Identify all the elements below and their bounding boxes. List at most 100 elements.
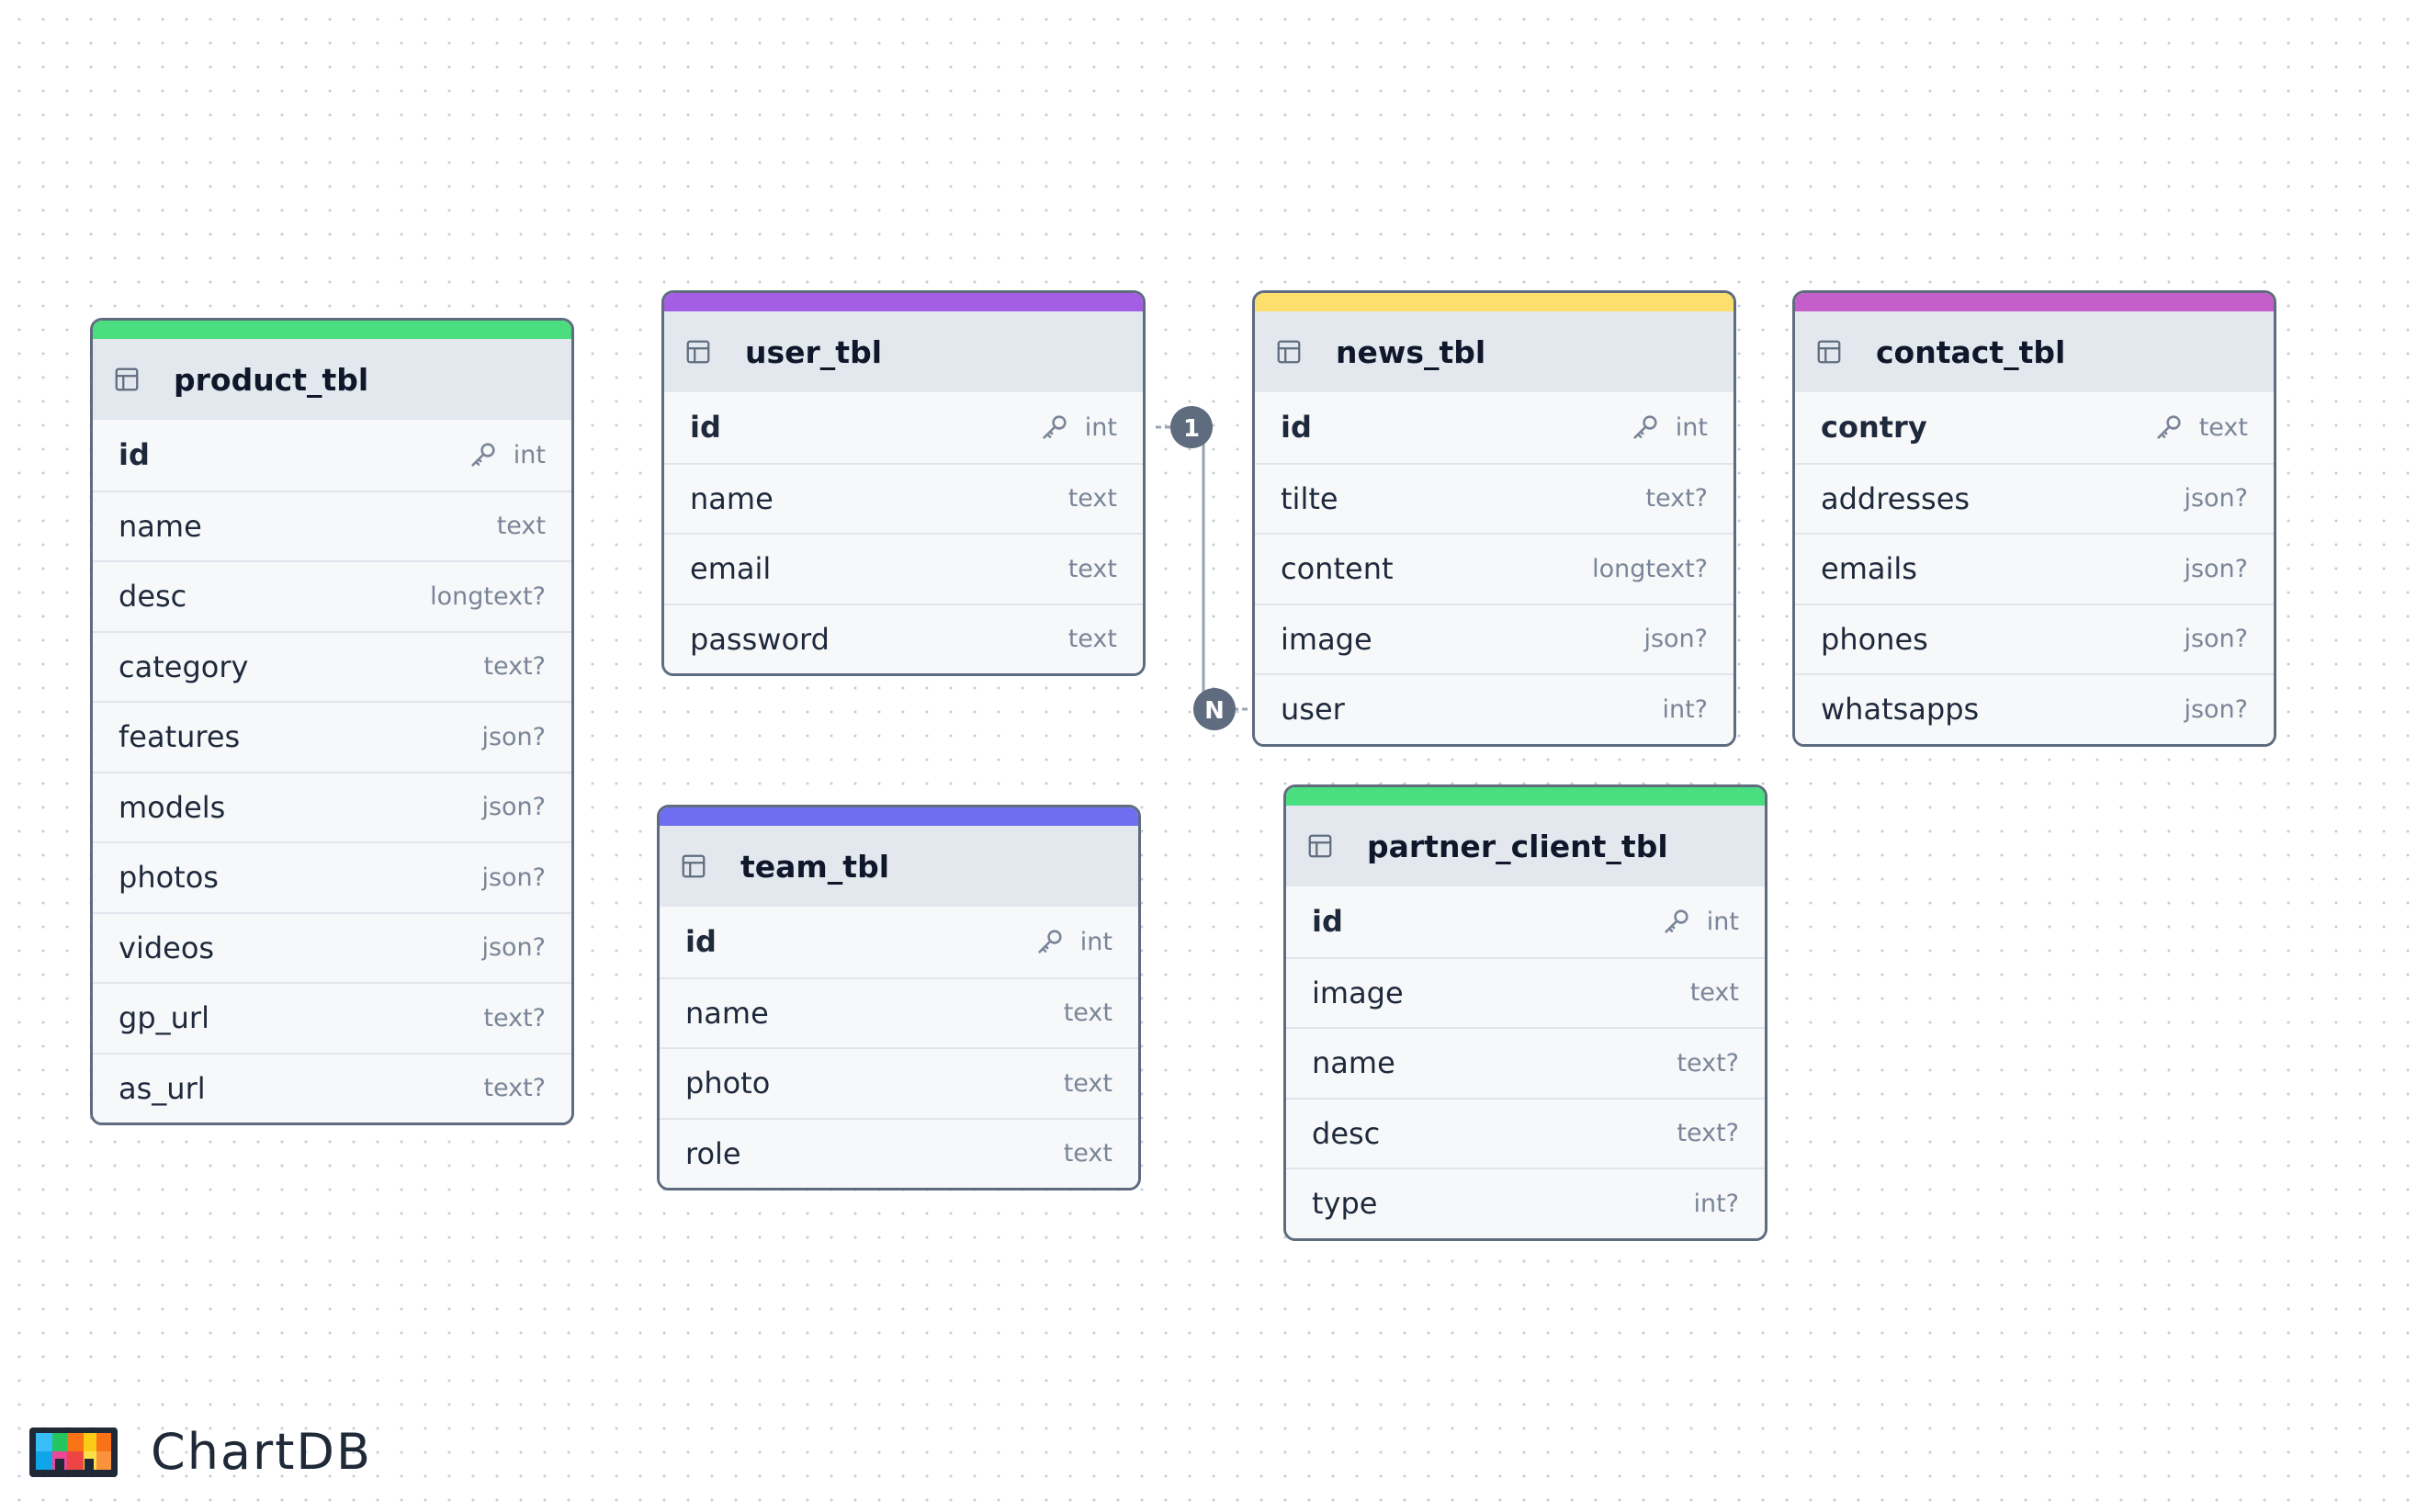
field-type-cell: longtext? <box>430 582 546 611</box>
table-icon <box>1815 338 1843 366</box>
field-type-cell: text <box>1690 978 1739 1007</box>
field-type: text <box>1063 999 1112 1028</box>
chartdb-logo-icon <box>29 1427 118 1477</box>
table-field-row[interactable]: tilte text? <box>1255 462 1733 533</box>
table-header[interactable]: partner_client_tbl <box>1286 806 1765 886</box>
field-name: id <box>685 924 717 960</box>
table-color-bar <box>1795 293 2274 311</box>
field-name: desc <box>1312 1115 1381 1151</box>
field-name: name <box>119 508 202 544</box>
table-name: news_tbl <box>1336 333 1486 370</box>
table-field-row[interactable]: id int <box>93 420 571 491</box>
table-field-row[interactable]: id int <box>1286 886 1765 957</box>
field-type: json? <box>1643 625 1708 654</box>
field-name: id <box>119 437 150 473</box>
field-name: name <box>1312 1045 1395 1081</box>
field-type-cell: text <box>1064 1139 1112 1168</box>
field-type: text <box>1063 1139 1112 1168</box>
cardinality-many-label: N <box>1204 697 1225 725</box>
table-header[interactable]: user_tbl <box>664 311 1143 392</box>
primary-key-icon <box>2153 412 2185 443</box>
field-name: tilte <box>1281 480 1338 516</box>
field-name: videos <box>119 930 215 965</box>
field-name: id <box>690 410 721 446</box>
field-type-cell: json? <box>2184 625 2248 653</box>
table-field-row[interactable]: name text? <box>1286 1027 1765 1098</box>
table-header[interactable]: product_tbl <box>93 339 571 420</box>
field-type: text <box>1067 625 1117 654</box>
field-name: content <box>1281 551 1394 587</box>
field-type: text <box>2198 412 2248 442</box>
table-field-row[interactable]: name text <box>93 490 571 560</box>
table-field-row[interactable]: role text <box>660 1117 1138 1188</box>
table-header[interactable]: team_tbl <box>660 826 1138 907</box>
cardinality-one-badge: 1 <box>1170 406 1213 448</box>
chartdb-logo[interactable]: ChartDB <box>28 1422 372 1481</box>
field-type: int <box>1675 412 1708 442</box>
field-type-cell: longtext? <box>1592 555 1708 583</box>
field-type-cell: text? <box>1645 484 1708 513</box>
primary-key-icon <box>1630 412 1661 443</box>
field-type-cell: json? <box>2184 695 2248 724</box>
field-type: text? <box>1677 1119 1739 1148</box>
field-name: id <box>1312 904 1343 940</box>
table-field-row[interactable]: whatsapps json? <box>1795 673 2274 744</box>
cardinality-many-badge: N <box>1193 688 1236 730</box>
table-field-row[interactable]: desc text? <box>1286 1097 1765 1168</box>
table-field-row[interactable]: content longtext? <box>1255 533 1733 604</box>
table-color-bar <box>1286 787 1765 806</box>
field-type-cell: text? <box>1677 1119 1739 1147</box>
field-name: gp_url <box>119 1000 209 1036</box>
field-type: text <box>496 512 546 541</box>
field-type-cell: int <box>1661 906 1739 937</box>
field-name: user <box>1281 692 1345 728</box>
field-type: text? <box>1677 1048 1739 1078</box>
table-field-row[interactable]: id int <box>660 907 1138 977</box>
field-type: int <box>1079 927 1112 956</box>
field-name: role <box>685 1135 741 1171</box>
field-type: json? <box>2184 484 2248 513</box>
field-type: json? <box>2184 694 2248 724</box>
field-type-cell: text? <box>483 1074 546 1102</box>
table-header[interactable]: contact_tbl <box>1795 311 2274 392</box>
field-name: whatsapps <box>1821 692 1980 728</box>
table-header[interactable]: news_tbl <box>1255 311 1733 392</box>
brand-name: ChartDB <box>151 1422 373 1481</box>
field-type-cell: json? <box>2184 555 2248 583</box>
field-type: int <box>513 440 546 469</box>
field-type-cell: json? <box>481 793 546 821</box>
field-name: email <box>690 551 772 587</box>
field-type-cell: text <box>1068 484 1117 513</box>
table-color-bar <box>664 293 1143 311</box>
